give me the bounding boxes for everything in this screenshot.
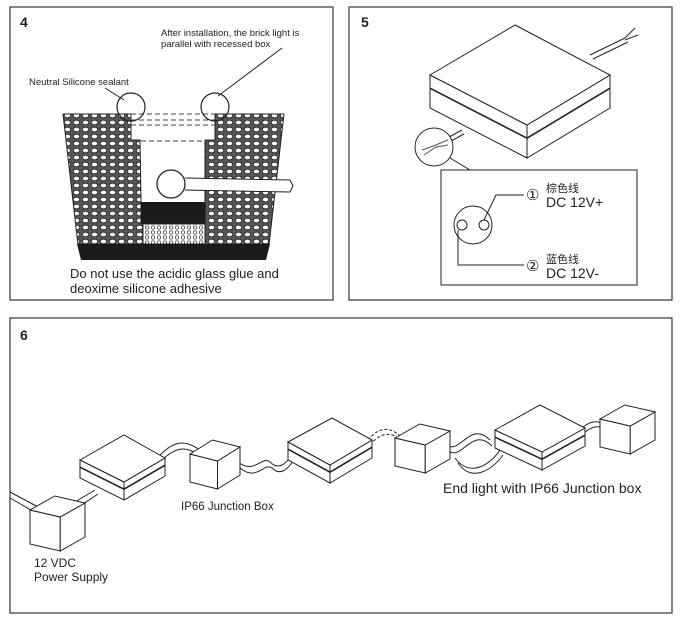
brick-top: [493, 404, 587, 453]
sealant-callout-circle: [116, 92, 146, 122]
panel-5: 5 ① 棕色线 DC 12V+ ② 蓝色线 DC 12V-: [348, 6, 673, 301]
wall-left: [62, 113, 146, 246]
cable: [184, 177, 294, 193]
wiring-detail-box: [440, 169, 638, 286]
wire2-index: ②: [526, 258, 539, 275]
connector-face: [453, 205, 493, 245]
cable-callout-circle: [156, 169, 186, 199]
junction-box-label: IP66 Junction Box: [181, 501, 274, 513]
box-top: [28, 495, 87, 518]
gravel-layer: [142, 223, 206, 245]
panel-number: 4: [20, 14, 28, 30]
light-body: [141, 202, 205, 224]
panel-4: 4 After installation, the brick light is…: [9, 6, 334, 301]
callout-sealant: Neutral Silicone sealant: [29, 77, 129, 88]
warning-line1: Do not use the acidic glass glue and: [70, 266, 279, 281]
light-chain: [28, 404, 657, 552]
brick-top: [78, 434, 167, 483]
wire2-color: 蓝色线: [546, 252, 579, 266]
box-top: [598, 404, 657, 427]
panel-border: [9, 317, 673, 614]
panel-number: 5: [361, 14, 369, 30]
brick-top: [286, 417, 374, 466]
wire1-voltage: DC 12V+: [546, 194, 603, 210]
callout-top-line1: After installation, the brick light is: [161, 28, 300, 39]
panel-6: 6 IP66 Junction Box End light with IP66 …: [9, 317, 673, 614]
wire2-voltage: DC 12V-: [546, 265, 599, 281]
power-label-line1: 12 VDC: [34, 556, 76, 570]
panel-border: [9, 6, 334, 301]
base-layer: [77, 244, 270, 260]
box-top: [393, 423, 452, 446]
callout-top-line2: parallel with recessed box: [161, 39, 271, 50]
wire1-color: 棕色线: [546, 181, 579, 195]
end-light-label: End light with IP66 Junction box: [443, 480, 641, 496]
wire1-index: ①: [526, 187, 539, 204]
panel-number: 6: [20, 327, 28, 343]
brick-top: [428, 24, 612, 126]
box-top: [188, 439, 242, 462]
brick-light: [428, 24, 612, 159]
warning-line2: deoxime silicone adhesive: [70, 281, 222, 296]
wire-callout-circle: [414, 127, 454, 167]
parallel-callout-circle: [200, 92, 230, 122]
panel-border: [348, 6, 673, 301]
power-label-line2: Power Supply: [34, 570, 108, 584]
